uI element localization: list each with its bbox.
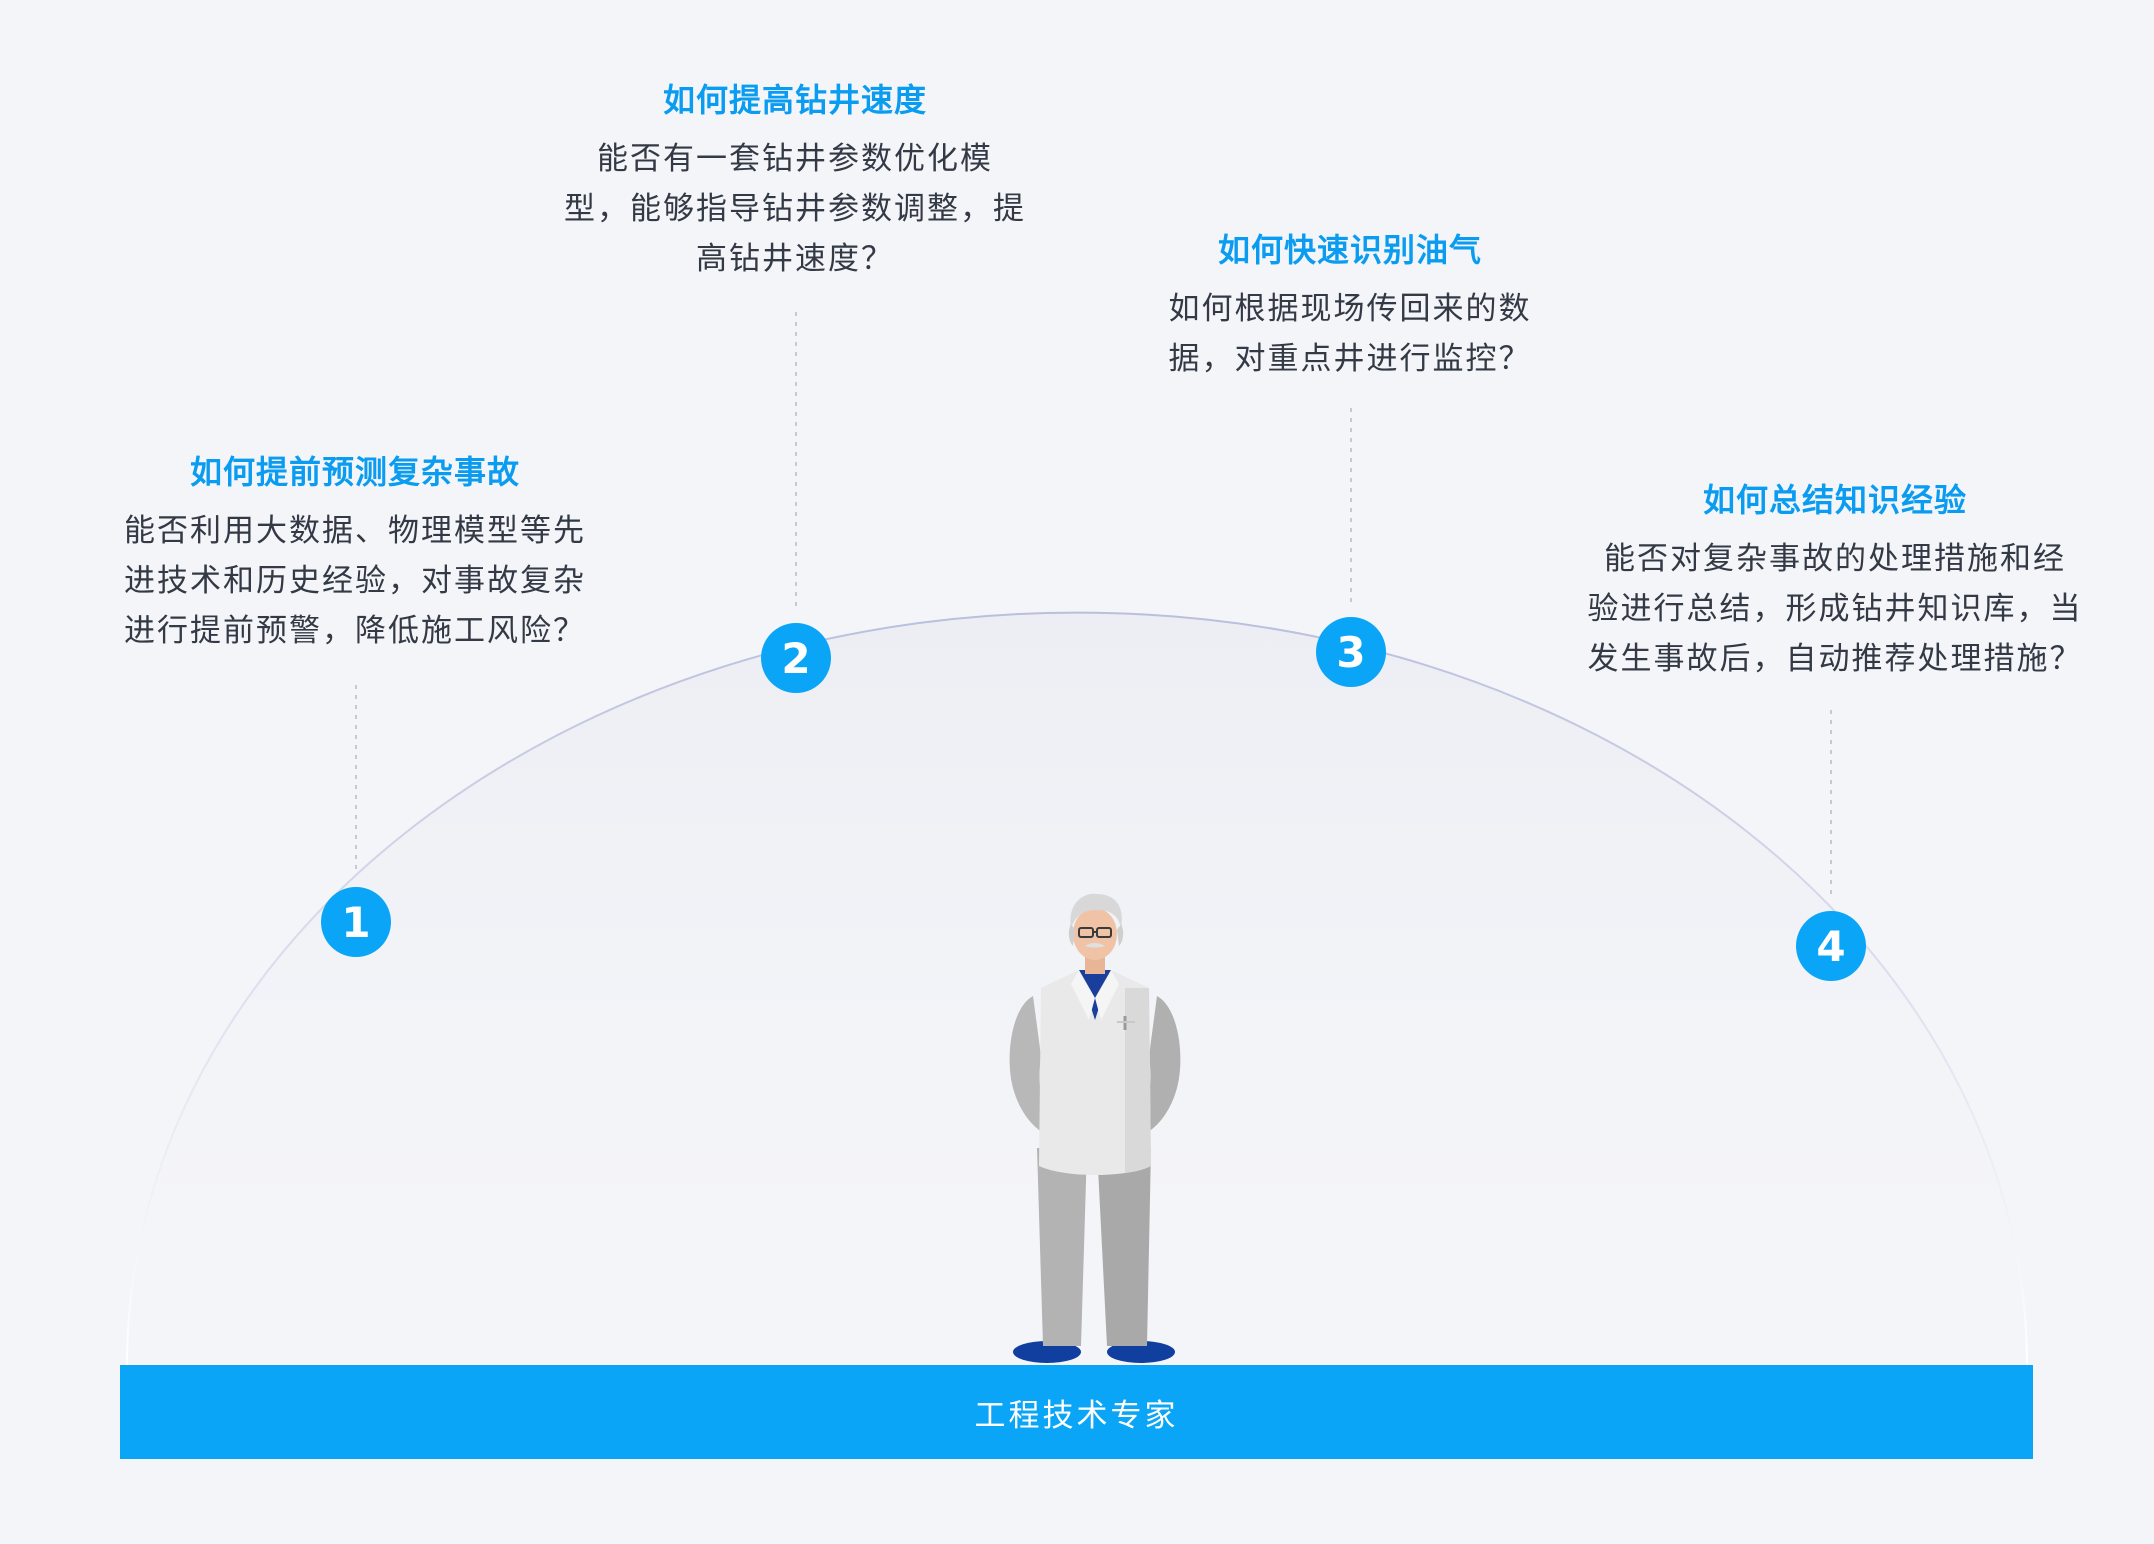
step-3-title: 如何快速识别油气 [1217,231,1482,269]
step-3-block: 如何快速识别油气 如何根据现场传回来的数 据，对重点井进行监控？ [1100,228,1600,384]
side-hair-right [1117,924,1124,946]
left-leg [1037,1148,1087,1346]
marker-3-number: 3 [1336,628,1365,677]
step-3-desc-line-2: 据，对重点井进行监控？ [1168,341,1532,377]
step-2-desc-line-1: 能否有一套钻井参数优化模 [597,141,993,177]
coat-shadow [1125,988,1151,1173]
right-leg [1097,1148,1151,1346]
marker-3-circle [1316,617,1386,687]
right-shoe [1107,1341,1175,1363]
step-2-desc-line-3: 高钻井速度？ [696,241,894,277]
step-4-desc-line-2: 验进行总结，形成钻井知识库，当 [1587,591,2083,627]
right-arm [1135,996,1181,1134]
expert-base-bar: 工程技术专家 [120,1365,2033,1459]
step-2-desc-line-2: 型，能够指导钻井参数调整，提 [564,191,1026,227]
step-4-desc-line-1: 能否对复杂事故的处理措施和经 [1604,541,2066,577]
step-1-block: 如何提前预测复杂事故 能否利用大数据、物理模型等先 进技术和历史经验，对事故复杂… [100,450,610,656]
side-hair-left [1068,924,1075,946]
marker-2-number: 2 [781,634,810,683]
step-2-title: 如何提高钻井速度 [662,81,927,119]
mustache [1085,943,1105,948]
left-shoe [1013,1341,1081,1363]
hair [1070,893,1122,928]
marker-2: 2 [761,623,831,693]
marker-3: 3 [1316,617,1386,687]
shirt [1079,970,1111,1020]
marker-1-circle [321,887,391,957]
step-4-block: 如何总结知识经验 能否对复杂事故的处理措施和经 验进行总结，形成钻井知识库，当 … [1570,478,2100,684]
left-lapel [1071,970,1095,1020]
right-lapel [1095,970,1119,1020]
left-arm [1009,996,1055,1134]
step-2-block: 如何提高钻井速度 能否有一套钻井参数优化模 型，能够指导钻井参数调整，提 高钻井… [540,78,1050,284]
step-1-desc-line-3: 进行提前预警，降低施工风险？ [124,613,586,649]
marker-4: 4 [1796,911,1866,981]
step-1-desc-line-1: 能否利用大数据、物理模型等先 [124,513,586,549]
step-1-desc-line-2: 进技术和历史经验，对事故复杂 [124,563,586,599]
engineer-expert-icon [1009,893,1181,1363]
expert-base-label: 工程技术专家 [974,1397,1179,1434]
marker-4-number: 4 [1816,922,1845,971]
marker-4-circle [1796,911,1866,981]
step-4-title: 如何总结知识经验 [1702,481,1967,519]
dome-arc-line [126,611,2028,1366]
marker-2-circle [761,623,831,693]
step-1-title: 如何提前预测复杂事故 [189,453,520,491]
marker-1: 1 [321,887,391,957]
marker-1-number: 1 [341,898,370,947]
step-4-desc-line-3: 发生事故后，自动推荐处理措施？ [1587,641,2083,677]
face [1073,908,1117,960]
step-3-desc-line-1: 如何根据现场传回来的数 [1168,291,1532,327]
